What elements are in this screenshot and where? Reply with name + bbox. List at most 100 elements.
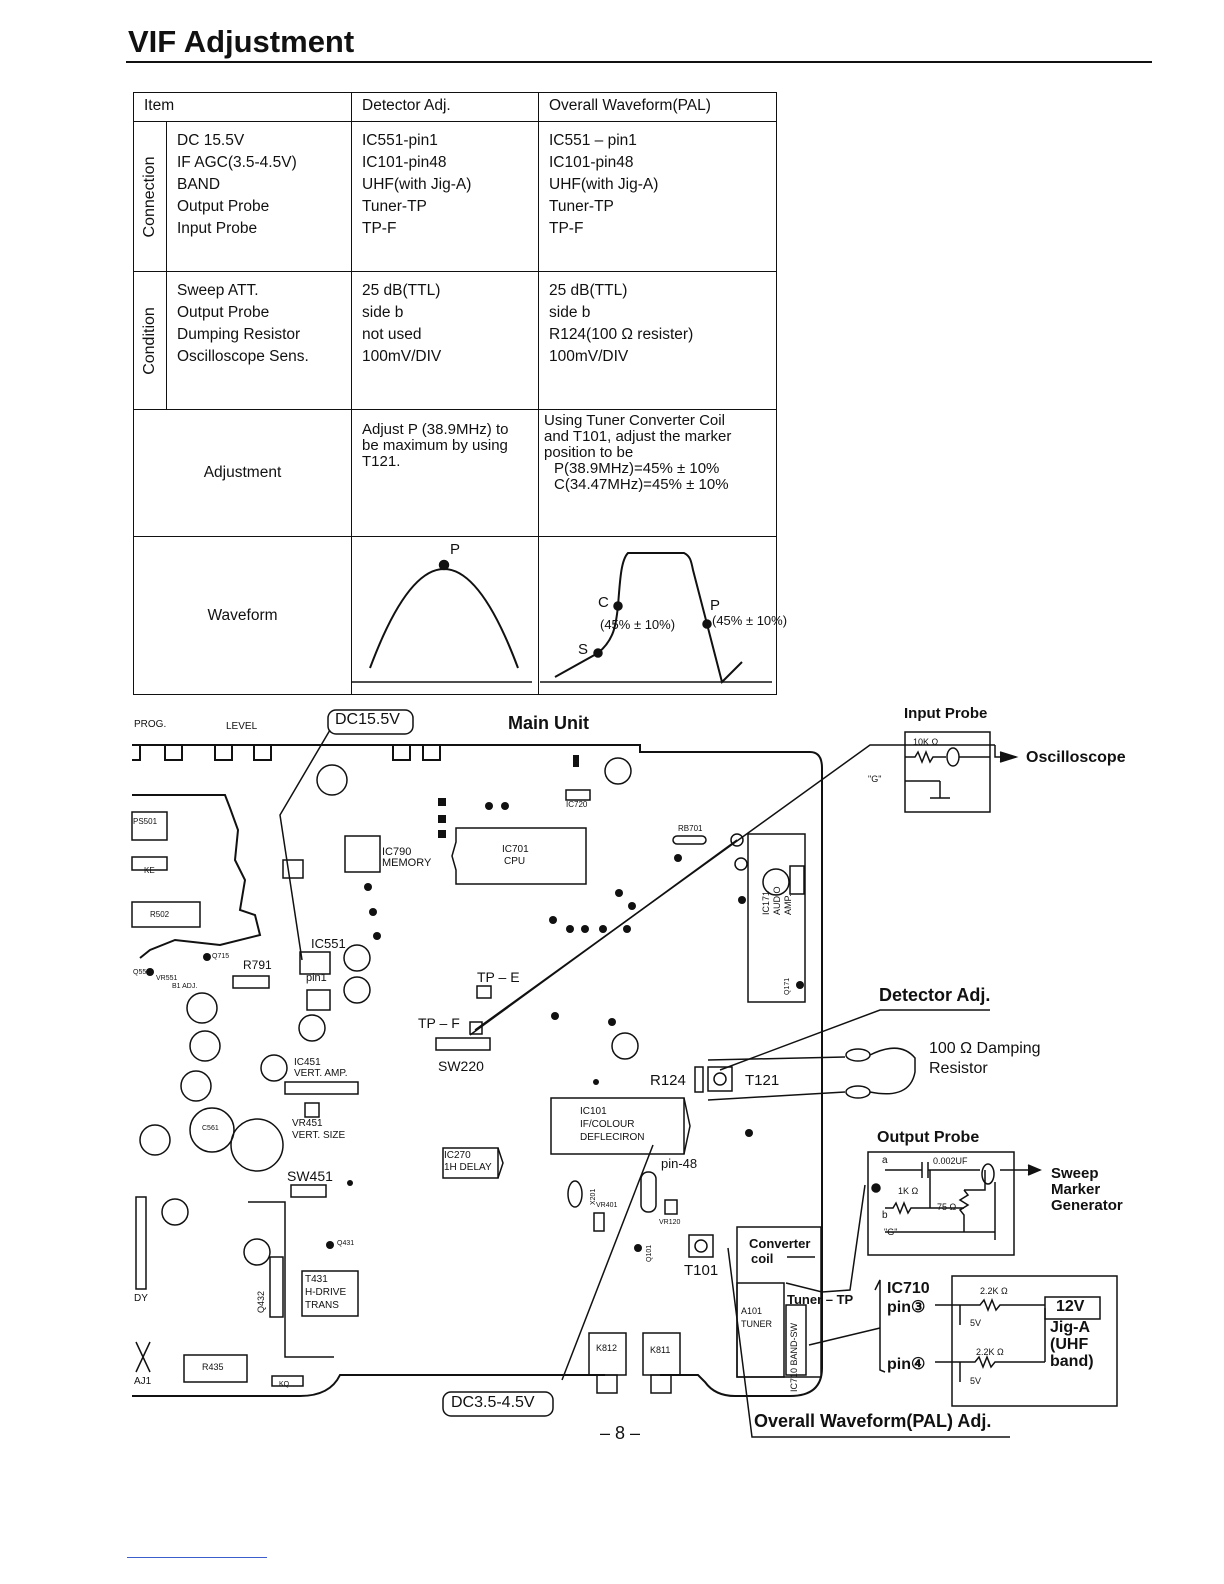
ic101-label: IC101 — [580, 1106, 607, 1117]
memory-label: MEMORY — [382, 857, 432, 869]
rb701-label: RB701 — [678, 824, 703, 833]
kq-label: KQ — [279, 1381, 290, 1388]
title-underline — [126, 61, 1152, 63]
t121-label: T121 — [745, 1072, 780, 1089]
cap-label: 0.002UF — [933, 1156, 968, 1166]
conn-item: Input Probe — [177, 220, 258, 237]
vr451-label: VR451 — [292, 1118, 323, 1129]
q171-label: Q171 — [784, 977, 791, 995]
adj-overall-line: C(34.47MHz)=45% ± 10% — [554, 476, 729, 493]
cond-overall-value: 100mV/DIV — [549, 348, 629, 365]
tpf-label: TP – F — [418, 1015, 460, 1031]
damping-label-1: 100 Ω Damping — [929, 1040, 1041, 1057]
conn-item: DC 15.5V — [177, 132, 245, 149]
r75-label: 75 Ω — [937, 1202, 957, 1212]
ic701-label: IC701 — [502, 844, 529, 855]
ic790-label: IC790 — [382, 846, 412, 858]
r22k1-label: 2.2K Ω — [980, 1286, 1008, 1296]
connection-label-cell: Connection — [133, 121, 167, 272]
jig-label-1: Jig-A — [1050, 1319, 1090, 1336]
adj-detector-line: be maximum by using — [362, 437, 508, 454]
conn-detector-value: Tuner-TP — [362, 198, 427, 215]
vr401-label: VR401 — [596, 1202, 618, 1209]
cond-overall-value: side b — [549, 304, 591, 321]
cpu-label: CPU — [504, 856, 526, 867]
condition-items: Sweep ATT. Output Probe Dumping Resistor… — [166, 271, 352, 410]
overall-waveform — [540, 552, 772, 684]
converter-label: Converter — [749, 1236, 811, 1251]
g1-label: "G" — [868, 774, 882, 784]
conn-overall-value: IC551 – pin1 — [549, 132, 637, 149]
cond-detector-value: 25 dB(TTL) — [362, 282, 441, 299]
ps501-label: PS501 — [133, 817, 158, 826]
tuner-label: TUNER — [741, 1319, 772, 1329]
dc155-callout — [327, 709, 414, 735]
connection-items: DC 15.5V IF AGC(3.5-4.5V) BAND Output Pr… — [166, 121, 352, 272]
cond-item: Oscilloscope Sens. — [177, 348, 309, 365]
waveform-overall-cell — [538, 536, 777, 695]
aj1-label: AJ1 — [134, 1376, 152, 1387]
sweep-label-2: Marker — [1051, 1181, 1101, 1198]
page-number: – 8 – — [600, 1423, 641, 1443]
amp-label: AMP. — [783, 894, 793, 915]
coil-label: coil — [751, 1251, 774, 1266]
waveform-label: Waveform — [133, 536, 352, 695]
input-probe-box — [904, 731, 991, 813]
pin48-label: pin-48 — [661, 1156, 698, 1171]
probe-a-label: a — [882, 1155, 888, 1166]
q101-label: Q101 — [646, 1244, 653, 1262]
adjustment-detector: Adjust P (38.9MHz) to be maximum by usin… — [351, 409, 539, 537]
q715-label: Q715 — [212, 953, 230, 960]
g2-label: "G" — [884, 1227, 898, 1237]
cond-item: Output Probe — [177, 304, 270, 321]
dc345-label: DC3.5-4.5V — [451, 1394, 535, 1411]
output-probe-label: Output Probe — [877, 1129, 980, 1146]
v5a-label: 5V — [970, 1318, 982, 1328]
cond-detector-value: 100mV/DIV — [362, 348, 442, 365]
conn-overall-value: IC101-pin48 — [549, 154, 634, 171]
r22k2-label: 2.2K Ω — [976, 1347, 1004, 1357]
pin3-label: pin③ — [887, 1299, 926, 1316]
transistor-marks — [146, 755, 804, 1252]
q553-label: Q553 — [133, 969, 151, 976]
damping-resistor — [845, 1047, 916, 1099]
conn-item: IF AGC(3.5-4.5V) — [177, 154, 297, 171]
conn-detector-value: UHF(with Jig-A) — [362, 176, 472, 193]
sw451-label: SW451 — [287, 1168, 333, 1184]
wave-p-label: P — [450, 541, 461, 558]
v12-label: 12V — [1056, 1298, 1085, 1315]
adjustment-overall: Using Tuner Converter Coil and T101, adj… — [538, 409, 777, 537]
ic451-label: IC451 — [294, 1057, 321, 1068]
prog-label: PROG. — [134, 719, 167, 730]
cond-overall-value: R124(100 Ω resister) — [549, 326, 694, 343]
audio-label: AUDIO — [772, 886, 782, 915]
adj-overall-line: position to be — [544, 444, 634, 461]
pcb-outline — [132, 744, 823, 1397]
ifcolour-label: IF/COLOUR — [580, 1119, 635, 1130]
footer-rule — [127, 1557, 267, 1558]
k811-label: K811 — [650, 1345, 671, 1355]
adj-detector-line: T121. — [362, 453, 401, 470]
damping-label-2: Resistor — [929, 1060, 988, 1077]
connection-overall: IC551 – pin1 IC101-pin48 UHF(with Jig-A)… — [538, 121, 777, 272]
q431-label: Q431 — [337, 1240, 355, 1247]
page-title: VIF Adjustment — [128, 24, 355, 59]
dc345-callout — [442, 1391, 554, 1417]
jig-label-2: (UHF — [1050, 1336, 1089, 1353]
ic720-label: IC720 — [566, 800, 588, 809]
conn-item: BAND — [177, 176, 221, 193]
deflecir-label: DEFLECIRON — [580, 1132, 645, 1143]
pin4-label: pin④ — [887, 1356, 926, 1373]
wave-p-pct: (45% ± 10%) — [712, 613, 788, 628]
overall-adj-label: Overall Waveform(PAL) Adj. — [754, 1411, 992, 1431]
cond-detector-value: side b — [362, 304, 404, 321]
detector-waveform — [352, 559, 532, 683]
sweep-label-3: Generator — [1051, 1197, 1123, 1214]
r502-label: R502 — [150, 910, 170, 919]
condition-label-cell: Condition — [133, 271, 167, 410]
header-overall: Overall Waveform(PAL) — [538, 92, 777, 122]
dc155-label: DC15.5V — [335, 711, 400, 728]
conn-overall-value: UHF(with Jig-A) — [549, 176, 659, 193]
tpe-label: TP – E — [477, 969, 520, 985]
